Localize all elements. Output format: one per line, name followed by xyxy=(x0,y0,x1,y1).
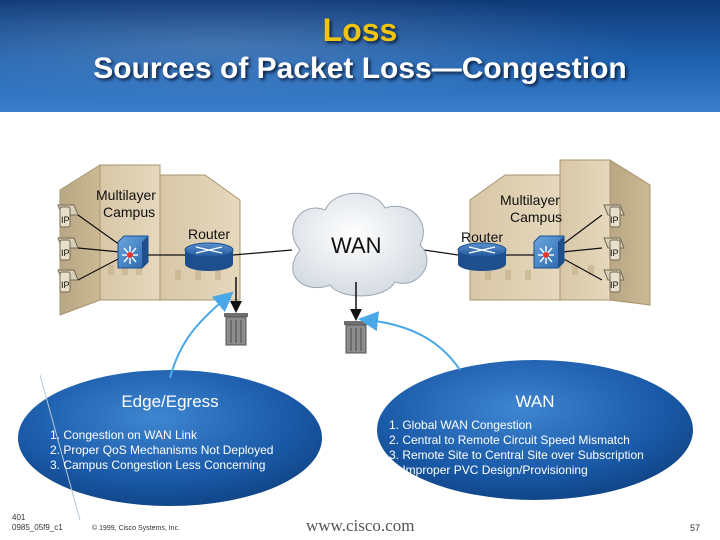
list-item: 4. Improper PVC Design/Provisioning xyxy=(389,463,588,477)
trash-can-icon xyxy=(224,313,248,346)
left-router-icon xyxy=(184,242,234,271)
wan-panel-title: WAN xyxy=(515,392,555,411)
ip-label: IP xyxy=(610,215,619,225)
ip-phone-icon xyxy=(603,204,625,228)
list-item: 3. Campus Congestion Less Concerning xyxy=(50,458,266,472)
right-campus-label-1: Multilayer xyxy=(500,192,560,208)
footer-copyright: © 1999, Cisco Systems, Inc. xyxy=(92,525,181,532)
ip-label: IP xyxy=(61,215,70,225)
right-router-icon xyxy=(457,242,507,271)
ip-label: IP xyxy=(610,248,619,258)
phone-links xyxy=(77,214,603,281)
footer-url: www.cisco.com xyxy=(306,516,415,535)
left-campus-label-1: Multilayer xyxy=(96,187,156,203)
ip-phone-icon xyxy=(603,237,625,261)
ip-phone-icon xyxy=(57,204,79,228)
slide-subtitle: Sources of Packet Loss—Congestion xyxy=(93,52,627,85)
ip-label: IP xyxy=(610,280,619,290)
left-ip-phones xyxy=(57,204,79,293)
ip-phone-icon xyxy=(57,269,79,293)
list-item: 3. Remote Site to Central Site over Subs… xyxy=(389,448,644,462)
right-router-label: Router xyxy=(461,229,504,245)
list-item: 2. Proper QoS Mechanisms Not Deployed xyxy=(50,443,274,457)
ip-phone-icon xyxy=(57,237,79,261)
right-campus-label-2: Campus xyxy=(510,209,563,225)
callout-arrows xyxy=(169,291,461,379)
footer-code-line1: 401 xyxy=(12,513,26,522)
list-item: 2. Central to Remote Circuit Speed Misma… xyxy=(389,433,630,447)
left-router-label: Router xyxy=(188,226,231,242)
wan-panel-list: 1. Global WAN Congestion 2. Central to R… xyxy=(389,418,644,478)
slide-title: Loss xyxy=(322,12,398,48)
wan-cloud-icon xyxy=(292,192,428,297)
decor-line xyxy=(39,374,81,521)
page-number: 57 xyxy=(690,523,701,533)
trash-can-icon xyxy=(344,321,368,354)
wan-panel xyxy=(377,360,693,500)
title-shine xyxy=(0,0,720,112)
ip-phone-icon xyxy=(603,269,625,293)
left-multilayer-switch-icon xyxy=(117,235,149,269)
edge-panel-list: 1. Congestion on WAN Link 2. Proper QoS … xyxy=(50,428,273,473)
ip-label: IP xyxy=(61,280,70,290)
footer-code-line2: 0985_05f9_c1 xyxy=(12,523,63,532)
edge-panel-title: Edge/Egress xyxy=(121,392,219,411)
title-band xyxy=(0,0,720,112)
edge-egress-panel xyxy=(18,370,322,506)
ip-label: IP xyxy=(61,248,70,258)
right-multilayer-switch-icon xyxy=(533,235,565,269)
list-item: 1. Congestion on WAN Link xyxy=(50,428,197,442)
left-campus-label-2: Campus xyxy=(103,204,156,220)
footer-code: 401 0985_05f9_c1 xyxy=(12,513,63,533)
wan-cloud-label: WAN xyxy=(331,233,382,258)
list-item: 1. Global WAN Congestion xyxy=(389,418,532,432)
right-ip-phones xyxy=(603,204,625,293)
